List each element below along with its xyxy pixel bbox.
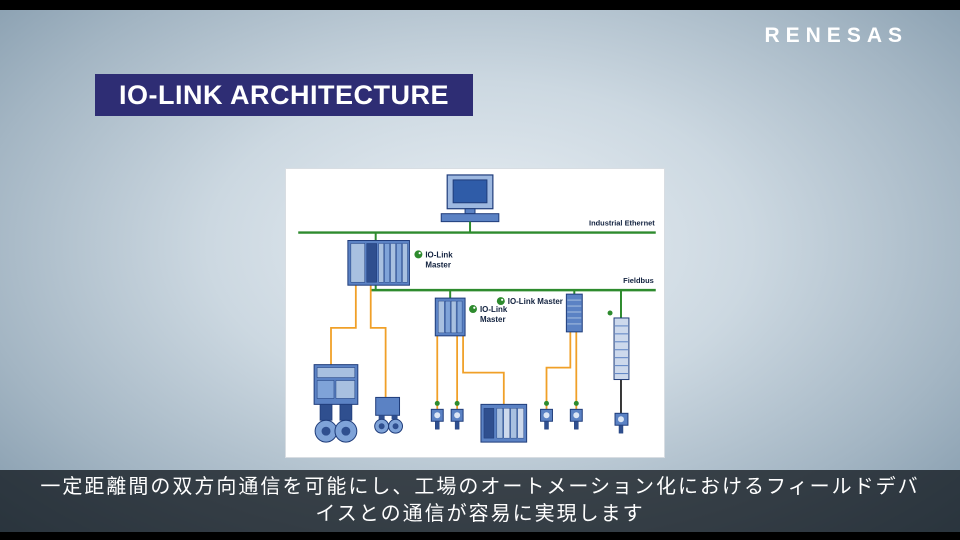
io-link-architecture-diagram: Industrial Ethernet Fieldbus [285,168,665,458]
slide-background: RENESAS IO-LINK ARCHITECTURE [0,10,960,532]
io-link-sensor [569,400,583,430]
renesas-logo-text: RENESAS [764,24,908,47]
terminal-block-module [607,310,630,381]
io-link-sensor [614,412,629,434]
gauge-device [374,396,403,434]
io-link-cables [330,285,578,410]
fieldbus-label: Fieldbus [623,276,654,285]
motor-drive-device [313,364,359,443]
master-1-label-line2: Master [425,260,451,269]
subtitle-text: 一定距離間の双方向通信を可能にし、工場のオートメーション化におけるフィールドデバ… [40,476,920,525]
renesas-logo: RENESAS [764,24,908,48]
io-link-sensor [430,400,444,430]
architecture-svg: Industrial Ethernet Fieldbus [298,174,656,443]
io-link-sensor [540,400,553,430]
io-link-master-2 [434,297,466,337]
subtitle-bar: 一定距離間の双方向通信を可能にし、工場のオートメーション化におけるフィールドデバ… [0,470,960,532]
master-2-label-line1: IO-Link [480,305,508,314]
io-link-logo-icon [469,305,477,313]
master-2-label-line2: Master [480,315,506,324]
title-banner: IO-LINK ARCHITECTURE [95,74,473,116]
io-link-logo-icon [496,297,505,306]
io-link-master-1 [347,240,410,286]
io-link-sensor [450,400,464,430]
master-3-label: IO-Link Master [508,297,563,306]
io-link-master-3-module [565,293,583,333]
plc-rack-device [480,403,528,443]
master-1-label-line1: IO-Link [425,250,453,259]
computer-icon [440,174,500,223]
industrial-ethernet-label: Industrial Ethernet [589,219,655,228]
page-title: IO-LINK ARCHITECTURE [119,79,449,110]
io-link-logo-icon [414,250,423,259]
